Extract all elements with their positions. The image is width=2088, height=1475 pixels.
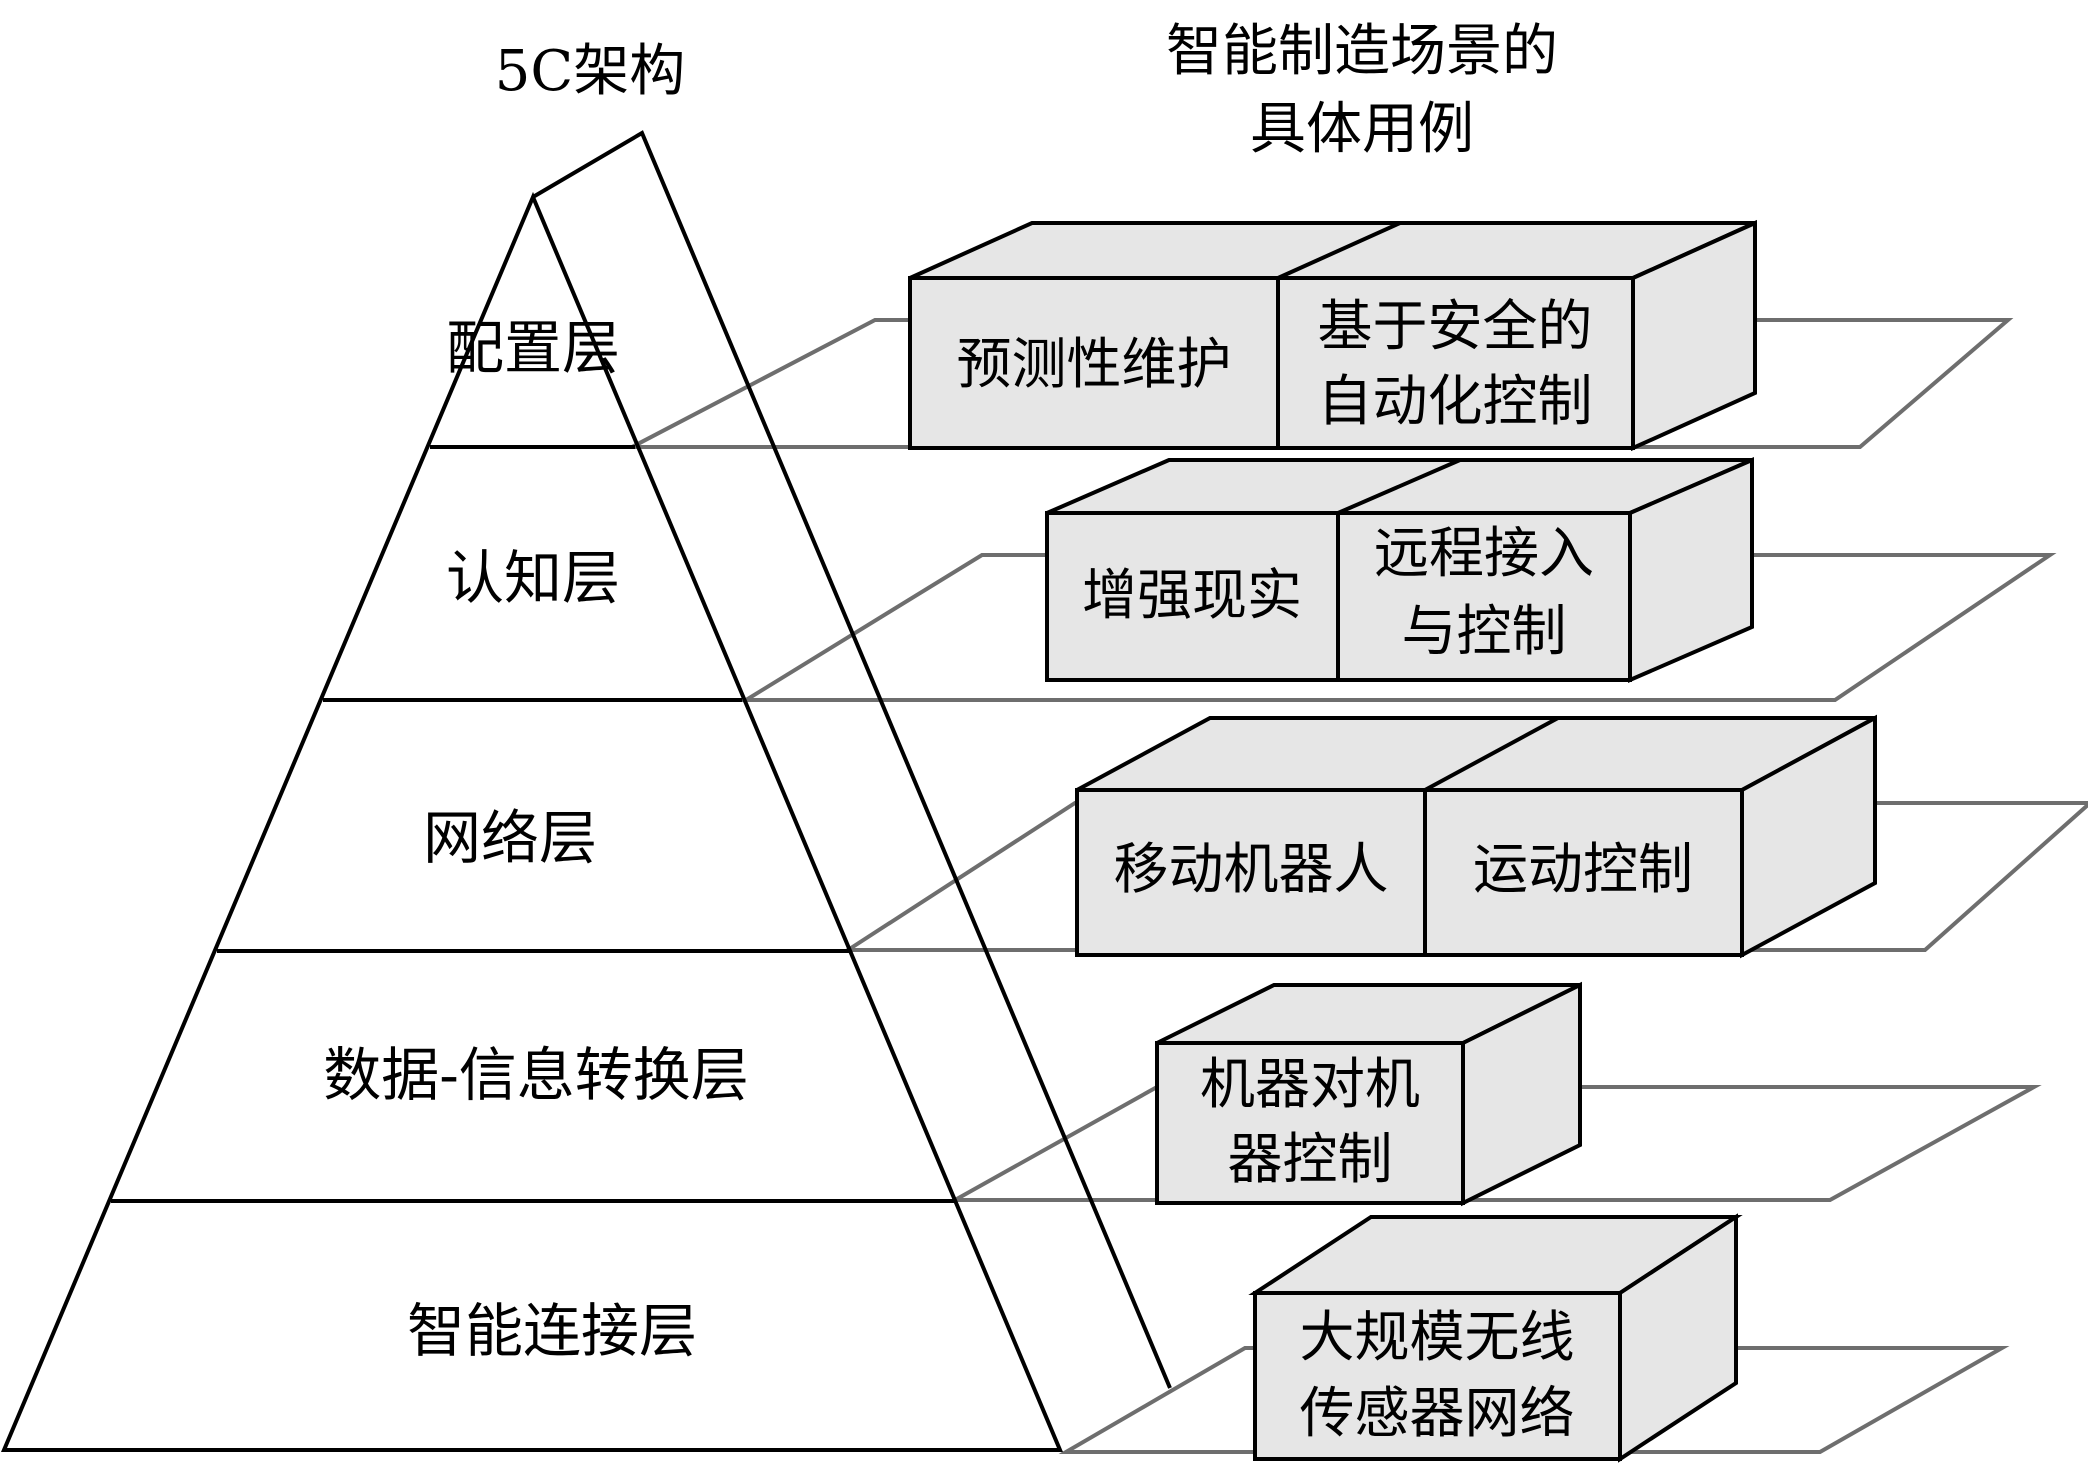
platform-cognition — [738, 553, 2057, 702]
box-top-divider — [1424, 716, 1559, 792]
use-case-box-predictive-maintenance — [908, 276, 1280, 450]
use-case-row-conversion: 机器对机 器控制 — [1155, 981, 1582, 1207]
box-top-face — [1076, 716, 1876, 792]
use-case-row-configuration: 预测性维护 基于安全的 自动化控制 — [908, 219, 1757, 452]
use-case-label: 远程接入 — [1374, 521, 1594, 585]
use-case-label: 机器对机 — [1200, 1052, 1420, 1116]
use-case-row-connection: 大规模无线 传感器网络 — [1248, 1213, 1743, 1463]
layer-label-conversion: 数据-信息转换层 — [323, 1041, 749, 1109]
use-case-label: 大规模无线 — [1299, 1305, 1574, 1369]
use-case-row-cognition: 增强现实 远程接入 与控制 — [1045, 456, 1754, 684]
use-case-label: 传感器网络 — [1299, 1381, 1574, 1445]
layer-label-configuration: 配置层 — [446, 314, 620, 382]
layer-label-connection: 智能连接层 — [407, 1297, 697, 1365]
pyramid-title: 5C架构 — [495, 39, 685, 104]
use-case-box-m2m-control — [1155, 1041, 1465, 1205]
use-case-label: 基于安全的 — [1317, 294, 1592, 358]
layer-label-cyber: 网络层 — [423, 804, 597, 872]
pyramid-side-face — [531, 130, 1172, 1389]
pyramid-front-face — [0, 191, 1064, 1452]
use-case-label: 预测性维护 — [956, 332, 1231, 396]
use-case-box-motion-control — [1423, 788, 1744, 957]
layer-label-cognition: 认知层 — [446, 544, 620, 612]
use-case-box-wireless-sensor-network — [1253, 1291, 1622, 1461]
use-case-label: 增强现实 — [1082, 563, 1302, 627]
use-case-row-cyber: 移动机器人 运动控制 — [1075, 714, 1877, 959]
use-case-title-line2: 具体用例 — [1250, 97, 1474, 162]
use-case-label: 与控制 — [1401, 599, 1566, 663]
use-case-label: 器控制 — [1227, 1127, 1392, 1191]
box-top-divider — [1277, 221, 1401, 280]
use-case-label: 自动化控制 — [1317, 369, 1592, 433]
pyramid — [0, 130, 1172, 1452]
platform-conversion — [947, 1085, 2042, 1202]
box-top-divider — [1337, 458, 1461, 515]
box-top-face — [909, 221, 1756, 280]
use-case-label: 移动机器人 — [1113, 837, 1388, 901]
use-case-label: 运动控制 — [1473, 837, 1693, 901]
use-case-box-safety-automation — [1276, 276, 1635, 450]
use-case-title-line1: 智能制造场景的 — [1166, 19, 1558, 84]
use-case-box-remote-access — [1336, 511, 1632, 682]
use-case-box-augmented-reality — [1045, 511, 1340, 682]
use-case-box-mobile-robots — [1075, 788, 1427, 957]
